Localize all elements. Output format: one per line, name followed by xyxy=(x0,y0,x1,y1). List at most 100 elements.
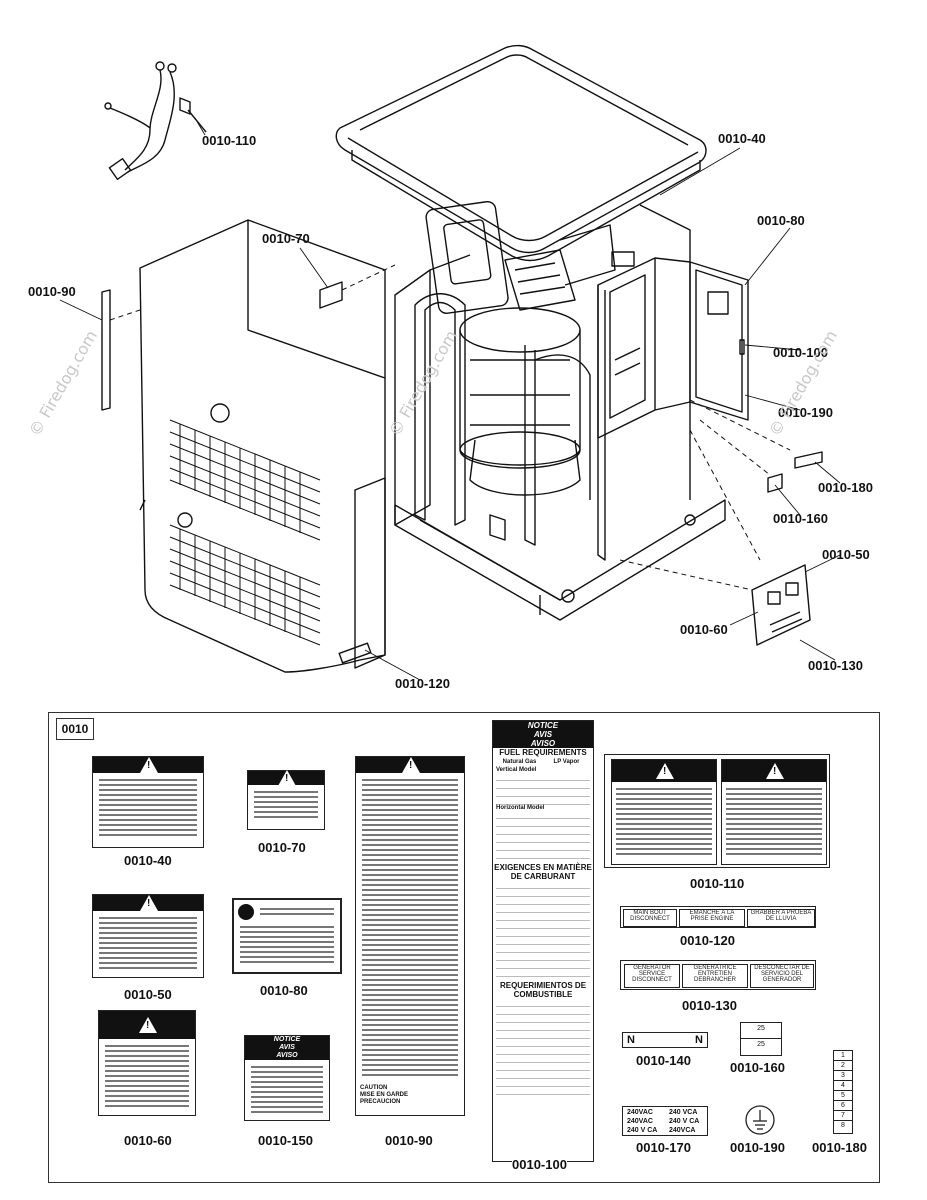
notice-heading: NOTICE xyxy=(273,1036,301,1043)
decal-0010-140: N N xyxy=(622,1032,708,1048)
decal-0010-120: MAIN BOUT DISCONNECT ÉMANCHE À LA PRISE … xyxy=(620,906,816,928)
strip-6: 6 xyxy=(834,1101,852,1111)
strip-1: 1 xyxy=(834,1051,852,1061)
callout-0010-50: 0010-50 xyxy=(822,547,870,562)
strip-5: 5 xyxy=(834,1091,852,1101)
decal-170-v5: 240 V CA xyxy=(627,1127,658,1134)
callout-0010-40: 0010-40 xyxy=(718,131,766,146)
base-frame xyxy=(394,499,726,621)
callout-0010-80: 0010-80 xyxy=(757,213,805,228)
decal-0010-100: NOTICE AVIS AVISO FUEL REQUIREMENTS Natu… xyxy=(492,720,594,1162)
decal-0010-180: 1 2 3 4 5 6 7 8 xyxy=(833,1050,853,1134)
decal-170-v3: 240VAC xyxy=(627,1118,653,1125)
label-0010-100: 0010-100 xyxy=(512,1157,567,1172)
fuel-avis: AVIS xyxy=(533,730,553,739)
callout-0010-130: 0010-130 xyxy=(808,658,863,673)
decal-170-v2: 240 VCA xyxy=(669,1109,698,1116)
fuel-row-horizontal: Horizontal Model xyxy=(496,805,545,811)
strip-2: 2 xyxy=(834,1061,852,1071)
fuel-header: NOTICE AVIS AVISO xyxy=(493,721,593,748)
decal-120-cell-1: MAIN BOUT DISCONNECT xyxy=(623,909,677,927)
precaucion-heading: PRECAUCION xyxy=(360,1099,401,1105)
label-0010-70: 0010-70 xyxy=(258,840,306,855)
callout-0010-180: 0010-180 xyxy=(818,480,873,495)
label-0010-190: 0010-190 xyxy=(730,1140,785,1155)
label-0010-180: 0010-180 xyxy=(812,1140,867,1155)
decal-130-cell-1: GENERATOR SERVICE DISCONNECT xyxy=(624,964,680,988)
decal-0010-180-placement xyxy=(794,451,823,469)
caution-heading: CAUTION xyxy=(360,1085,388,1091)
kit-id-box: 0010 xyxy=(56,718,94,740)
decal-plate-0010-50 xyxy=(751,564,811,646)
decal-170-v1: 240VAC xyxy=(627,1109,653,1116)
strip-7: 7 xyxy=(834,1111,852,1121)
decal-0010-50 xyxy=(92,894,204,978)
decal-0010-40 xyxy=(92,756,204,848)
wiring-harness xyxy=(104,61,207,181)
callout-0010-90: 0010-90 xyxy=(28,284,76,299)
label-0010-50: 0010-50 xyxy=(124,987,172,1002)
enclosure-lid xyxy=(335,44,707,262)
decal-0010-70-placement xyxy=(319,281,343,309)
decal-0010-70 xyxy=(247,770,325,830)
decal-0010-80 xyxy=(232,898,342,974)
decal-0010-170: 240VAC 240 VCA 240VAC 240 V CA 240 V CA … xyxy=(622,1106,708,1136)
strip-3: 3 xyxy=(834,1071,852,1081)
decal-0010-150: NOTICE AVIS AVISO xyxy=(244,1035,330,1121)
cradle-rails xyxy=(414,293,591,546)
label-0010-150: 0010-150 xyxy=(258,1133,313,1148)
vent-grille-lower xyxy=(169,524,321,646)
fuel-col-lp-vapor: LP Vapor xyxy=(553,759,580,765)
fuel-row-vertical: Vertical Model xyxy=(496,767,537,773)
decal-0010-90: CAUTION MISE EN GARDE PRECAUCION xyxy=(355,756,465,1116)
callout-0010-120: 0010-120 xyxy=(395,676,450,691)
callout-0010-160: 0010-160 xyxy=(773,511,828,526)
fuel-exigences-heading: EXIGENCES EN MATIÈRE DE CARBURANT xyxy=(494,863,592,881)
decal-130-cell-3: DESCONECTAR DE SERVICIO DEL GENERADOR xyxy=(750,964,814,988)
decal-0010-90-placement xyxy=(101,289,111,411)
control-door xyxy=(654,257,749,421)
fuel-notice: NOTICE xyxy=(527,721,559,730)
aviso-heading: AVISO xyxy=(276,1052,298,1059)
callout-0010-110: 0010-110 xyxy=(202,133,256,148)
label-0010-130: 0010-130 xyxy=(682,998,737,1013)
decal-0010-130: GENERATOR SERVICE DISCONNECT GÉNÉRATRICE… xyxy=(620,960,816,990)
label-0010-120: 0010-120 xyxy=(680,933,735,948)
label-0010-60: 0010-60 xyxy=(124,1133,172,1148)
vent-grille-upper xyxy=(169,419,321,541)
decal-0010-190 xyxy=(745,1105,775,1135)
strip-8: 8 xyxy=(841,1122,845,1129)
decal-140-right-n: N xyxy=(695,1034,703,1046)
enclosure-front-panel xyxy=(139,219,386,673)
callout-0010-60: 0010-60 xyxy=(680,622,728,637)
avis-heading: AVIS xyxy=(279,1044,295,1051)
enclosure-rear-wall xyxy=(394,204,691,526)
label-0010-40: 0010-40 xyxy=(124,853,172,868)
label-0010-110: 0010-110 xyxy=(690,876,745,891)
decal-140-left-n: N xyxy=(627,1034,635,1046)
decal-0010-110 xyxy=(604,754,830,868)
decal-160-bottom: 25 xyxy=(757,1041,765,1048)
decal-160-top: 25 xyxy=(741,1025,781,1039)
decal-170-v4: 240 V CA xyxy=(669,1118,700,1125)
decal-170-v6: 240VCA xyxy=(669,1127,696,1134)
label-0010-80: 0010-80 xyxy=(260,983,308,998)
leader-lines xyxy=(59,117,841,681)
callout-0010-190: 0010-190 xyxy=(778,405,833,420)
decal-0010-160-placement xyxy=(767,473,783,493)
callout-0010-100: 0010-100 xyxy=(773,345,828,360)
fuel-requirements-heading: FUEL REQUIREMENTS xyxy=(499,748,587,757)
callout-0010-70: 0010-70 xyxy=(262,231,310,246)
label-0010-140: 0010-140 xyxy=(636,1053,691,1068)
decal-120-cell-3: GRABBER A PRUEBA DE LLUVIA xyxy=(747,909,815,927)
control-box xyxy=(597,251,656,561)
mise-en-garde-heading: MISE EN GARDE xyxy=(360,1092,409,1098)
decal-130-cell-2: GÉNÉRATRICE ENTRETIEN DEBRANCHER xyxy=(682,964,748,988)
decal-120-cell-2: ÉMANCHE À LA PRISE ENGINE xyxy=(679,909,745,927)
fuel-col-natural-gas: Natural Gas xyxy=(502,759,537,765)
strip-4: 4 xyxy=(834,1081,852,1091)
decal-0010-160: 25 25 xyxy=(740,1022,782,1056)
fuel-requerimientos-heading: REQUERIMIENTOS DE COMBUSTIBLE xyxy=(499,981,587,999)
placement-lines xyxy=(109,264,791,591)
